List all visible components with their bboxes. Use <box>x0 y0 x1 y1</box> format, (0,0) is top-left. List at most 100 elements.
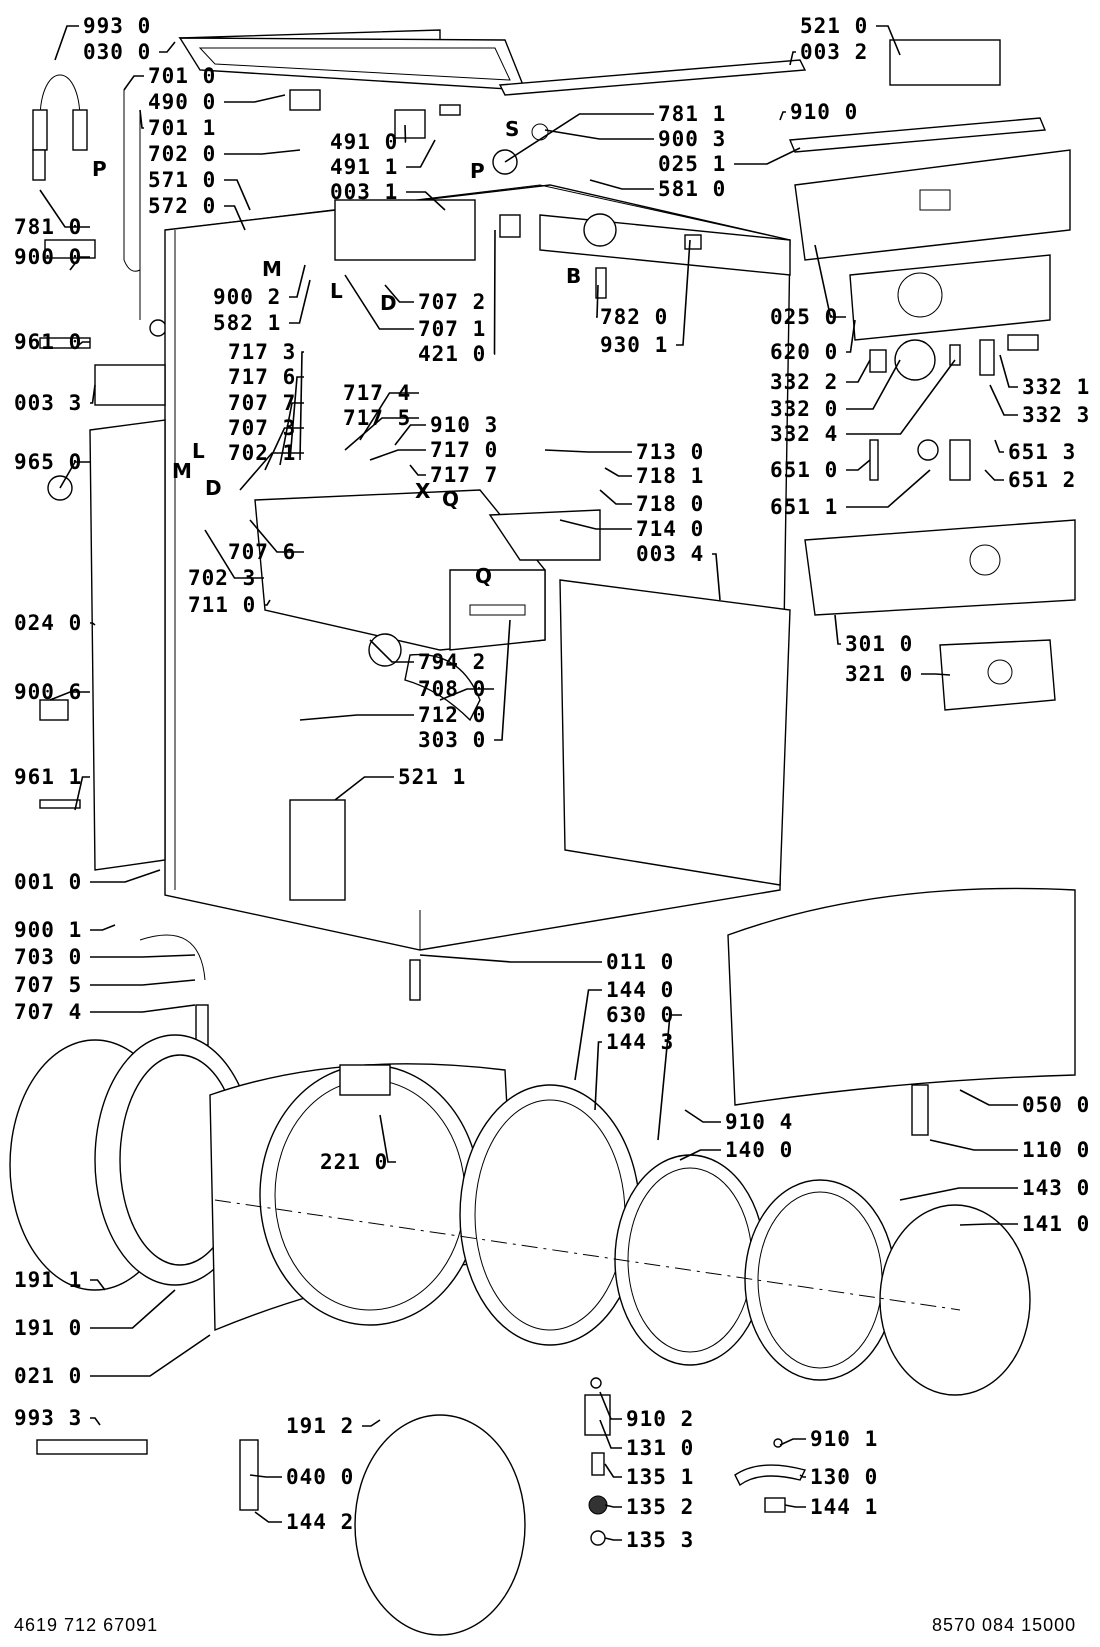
leader-332-2 <box>846 359 871 383</box>
callout-707-7: 707 7 <box>228 391 297 415</box>
callout-332-0: 332 0 <box>770 397 839 421</box>
leader-910-2 <box>599 1391 622 1420</box>
part-490 <box>289 89 321 111</box>
callout-131-0: 131 0 <box>626 1436 695 1460</box>
letter-D1: D <box>380 291 397 315</box>
callout-191-1: 191 1 <box>14 1268 83 1292</box>
leader-714-0 <box>559 519 632 530</box>
leader-144-1 <box>784 1504 806 1508</box>
part-491 <box>394 109 426 139</box>
callout-718-0: 718 0 <box>636 492 705 516</box>
callout-651-0: 651 0 <box>770 458 839 482</box>
leader-521-1 <box>334 776 394 801</box>
leader-303-0 <box>494 619 511 741</box>
leader-651-0 <box>846 459 871 471</box>
leader-900-1 <box>90 924 116 931</box>
leader-131-0 <box>599 1419 622 1449</box>
leader-490-0 <box>224 94 286 103</box>
leader-900-6 <box>49 691 90 701</box>
callout-717-0: 717 0 <box>430 438 499 462</box>
leader-003-3 <box>90 384 96 404</box>
leader-582-1 <box>289 279 311 324</box>
leader-910-0 <box>779 111 786 121</box>
leader-144-2 <box>254 1511 282 1523</box>
leader-707-3 <box>264 427 304 471</box>
leader-491-0 <box>404 124 407 143</box>
hoses-drawing <box>32 74 167 337</box>
leader-993-3 <box>90 1417 101 1426</box>
callout-993-0: 993 0 <box>83 14 152 38</box>
letter-X: X <box>415 479 431 503</box>
callout-900-2: 900 2 <box>213 285 282 309</box>
callout-711-0: 711 0 <box>188 593 257 617</box>
leader-717-5 <box>344 417 419 451</box>
leader-961-0 <box>74 341 90 349</box>
letter-L1: L <box>330 279 343 303</box>
callout-421-0: 421 0 <box>418 342 487 366</box>
callout-718-1: 718 1 <box>636 464 705 488</box>
leader-717-0 <box>369 449 426 461</box>
leader-993-0 <box>54 25 79 61</box>
letter-B: B <box>566 264 582 288</box>
callout-910-2: 910 2 <box>626 1407 695 1431</box>
leader-711-0 <box>264 599 271 606</box>
leader-707-4 <box>90 1004 196 1013</box>
callout-714-0: 714 0 <box>636 517 705 541</box>
leader-794-2 <box>369 639 414 663</box>
callout-712-0: 712 0 <box>418 703 487 727</box>
callout-521-1: 521 1 <box>398 765 467 789</box>
callout-713-0: 713 0 <box>636 440 705 464</box>
leader-718-0 <box>599 489 632 505</box>
leader-135-2 <box>604 1504 622 1508</box>
callout-717-4: 717 4 <box>343 381 412 405</box>
leader-001-0 <box>90 869 161 883</box>
leader-135-1 <box>604 1463 622 1478</box>
callout-965-0: 965 0 <box>14 450 83 474</box>
callout-332-1: 332 1 <box>1022 375 1091 399</box>
leader-140-0 <box>679 1149 721 1161</box>
leader-910-3 <box>394 424 426 446</box>
callout-900-1: 900 1 <box>14 918 83 942</box>
part-003-2 <box>498 59 807 96</box>
leader-025-1 <box>734 147 801 165</box>
leader-961-1 <box>74 776 90 811</box>
leader-144-0 <box>574 989 602 1081</box>
callout-003-1: 003 1 <box>330 180 399 204</box>
leader-910-4 <box>684 1109 721 1123</box>
leader-143-0 <box>899 1187 1018 1201</box>
callout-001-0: 001 0 <box>14 870 83 894</box>
letter-M2: M <box>172 459 192 483</box>
callout-011-0: 011 0 <box>606 950 675 974</box>
part-521-1 <box>289 799 346 901</box>
callout-782-0: 782 0 <box>600 305 669 329</box>
part-025-1 <box>788 117 1047 153</box>
leader-782-0 <box>596 284 599 318</box>
callout-651-2: 651 2 <box>1008 468 1077 492</box>
callout-702-1: 702 1 <box>228 441 297 465</box>
callout-910-0: 910 0 <box>790 100 859 124</box>
leader-900-3 <box>544 129 654 140</box>
callout-581-0: 581 0 <box>658 177 727 201</box>
leader-021-0 <box>90 1334 211 1377</box>
callout-050-0: 050 0 <box>1022 1093 1091 1117</box>
callout-491-1: 491 1 <box>330 155 399 179</box>
callout-707-3: 707 3 <box>228 416 297 440</box>
callout-191-0: 191 0 <box>14 1316 83 1340</box>
callout-144-0: 144 0 <box>606 978 675 1002</box>
leader-191-1 <box>90 1279 106 1291</box>
leader-572-0 <box>224 205 246 231</box>
drawing-number-right: 8570 084 15000 <box>932 1615 1077 1635</box>
callout-144-2: 144 2 <box>286 1510 355 1534</box>
leader-024-0 <box>90 622 96 626</box>
part-620-0 <box>849 254 1051 341</box>
callout-701-0: 701 0 <box>148 64 217 88</box>
callout-140-0: 140 0 <box>725 1138 794 1162</box>
letter-P2: P <box>470 159 485 183</box>
callout-025-1: 025 1 <box>658 152 727 176</box>
callout-303-0: 303 0 <box>418 728 487 752</box>
callout-961-0: 961 0 <box>14 330 83 354</box>
callout-003-2: 003 2 <box>800 40 869 64</box>
callout-708-0: 708 0 <box>418 677 487 701</box>
leader-030-0 <box>159 41 176 53</box>
